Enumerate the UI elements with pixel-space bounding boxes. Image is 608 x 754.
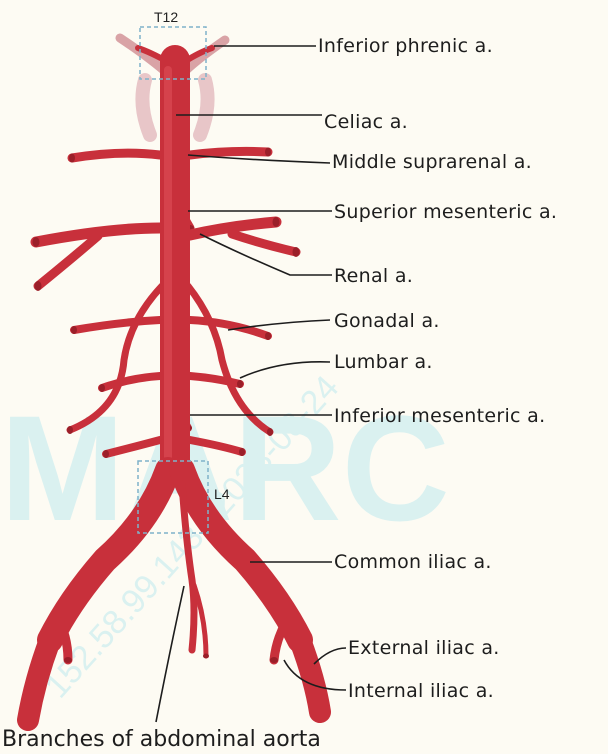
label-superior-mesenteric: Superior mesenteric a. [334, 201, 557, 223]
lumbar-artery-right-2 [190, 376, 240, 384]
vertebra-label-l4: L4 [214, 486, 230, 502]
label-celiac: Celiac a. [324, 111, 408, 133]
labels: Inferior phrenic a. Celiac a. Middle sup… [318, 35, 557, 702]
label-common-iliac: Common iliac a. [334, 551, 492, 573]
label-inferior-phrenic: Inferior phrenic a. [318, 35, 493, 57]
label-gonadal: Gonadal a. [334, 310, 440, 332]
internal-iliac-artery-right [274, 622, 286, 660]
label-inferior-mesenteric: Inferior mesenteric a. [334, 405, 545, 427]
label-external-iliac: External iliac a. [348, 637, 500, 659]
renal-artery-right-lower [232, 234, 296, 252]
label-renal: Renal a. [334, 265, 413, 287]
label-internal-iliac: Internal iliac a. [348, 680, 494, 702]
label-lumbar: Lumbar a. [334, 351, 433, 373]
external-iliac-artery-left [28, 640, 50, 720]
middle-suprarenal-left [72, 153, 160, 158]
lumbar-artery-left-1 [74, 320, 160, 330]
vertebra-label-t12: T12 [154, 9, 178, 25]
lumbar-artery-right-1 [190, 320, 268, 336]
external-iliac-artery-right [300, 640, 320, 712]
middle-suprarenal-right [190, 151, 268, 155]
diagram-title: Branches of abdominal aorta [2, 727, 321, 752]
label-middle-suprarenal: Middle suprarenal a. [332, 151, 532, 173]
